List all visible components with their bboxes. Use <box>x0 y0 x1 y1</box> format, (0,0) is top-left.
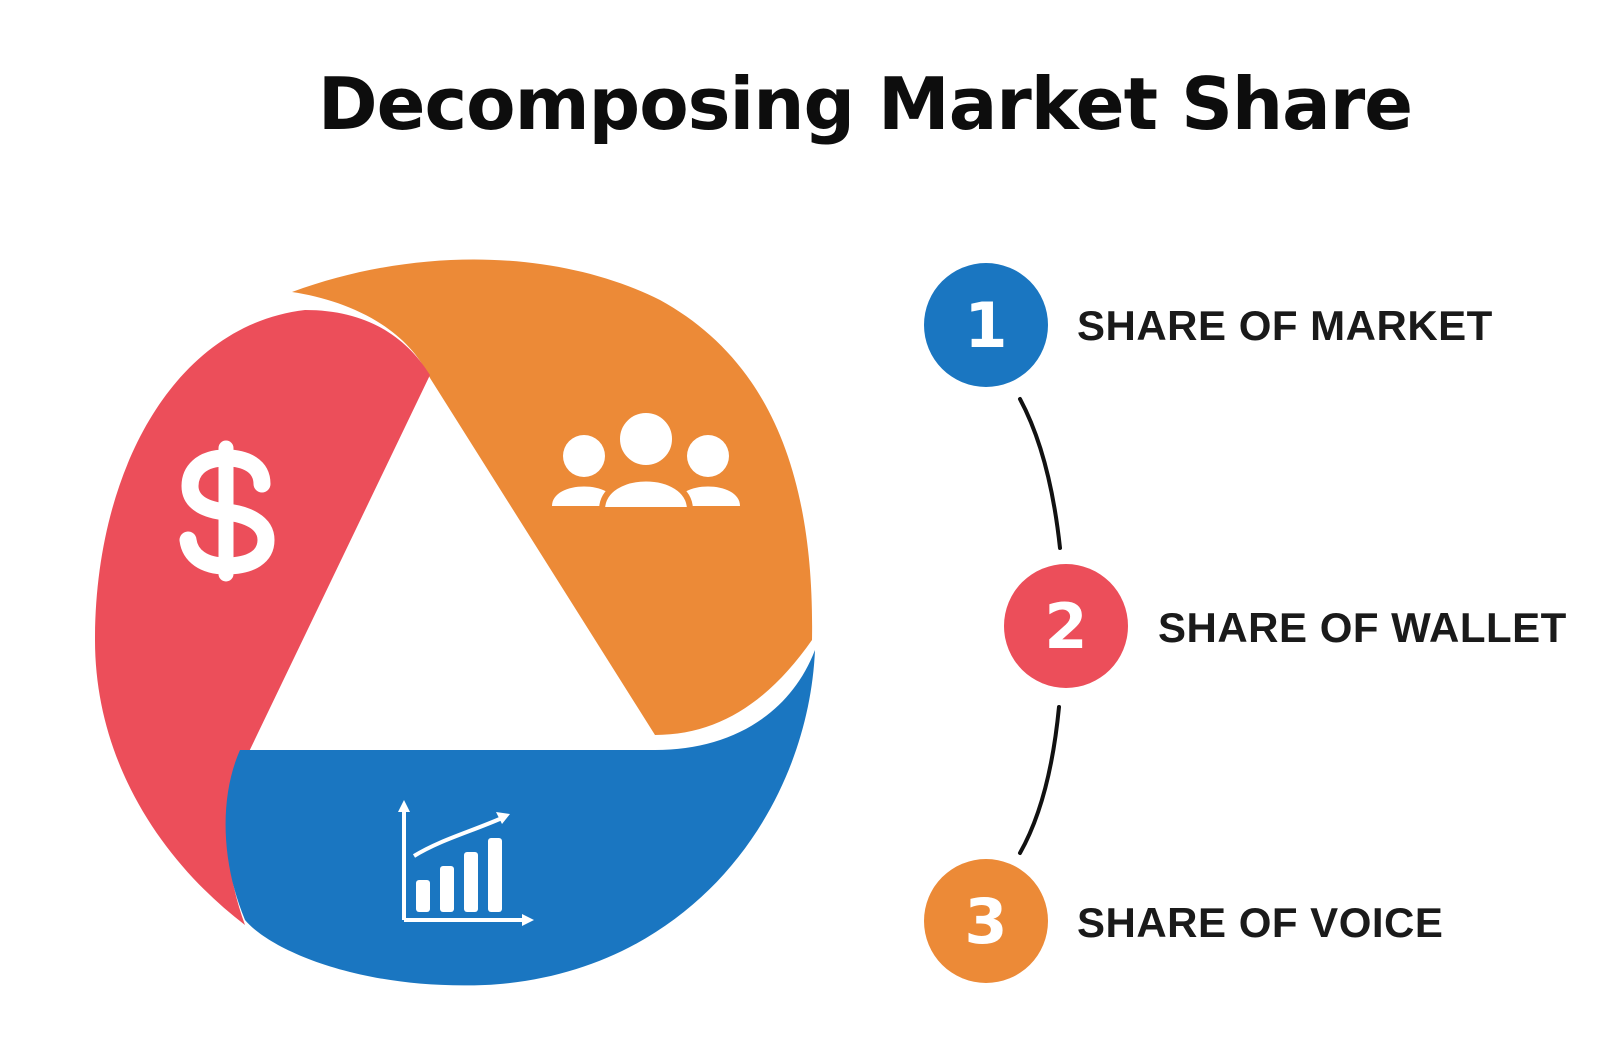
dollar-sign-icon <box>179 440 275 582</box>
step-badge-2: 2 <box>1004 564 1128 688</box>
svg-text:3: 3 <box>964 885 1007 958</box>
connector-1-2 <box>1018 397 1062 550</box>
segment-blue <box>225 650 815 986</box>
item-label-share-of-wallet: SHARE OF WALLET <box>1158 604 1567 651</box>
step-badge-3: 3 <box>924 859 1048 983</box>
growth-bar-chart-icon <box>398 800 534 926</box>
segment-orange <box>292 259 813 735</box>
page-title: Decomposing Market Share <box>317 62 1413 146</box>
item-label-share-of-voice: SHARE OF VOICE <box>1077 899 1444 946</box>
svg-text:1: 1 <box>964 289 1007 362</box>
item-label-share-of-market: SHARE OF MARKET <box>1077 302 1493 349</box>
people-group-icon <box>552 407 740 513</box>
step-badge-1: 1 <box>924 263 1048 387</box>
segment-red <box>95 310 430 925</box>
connector-2-3 <box>1018 705 1061 855</box>
svg-text:2: 2 <box>1044 590 1087 663</box>
